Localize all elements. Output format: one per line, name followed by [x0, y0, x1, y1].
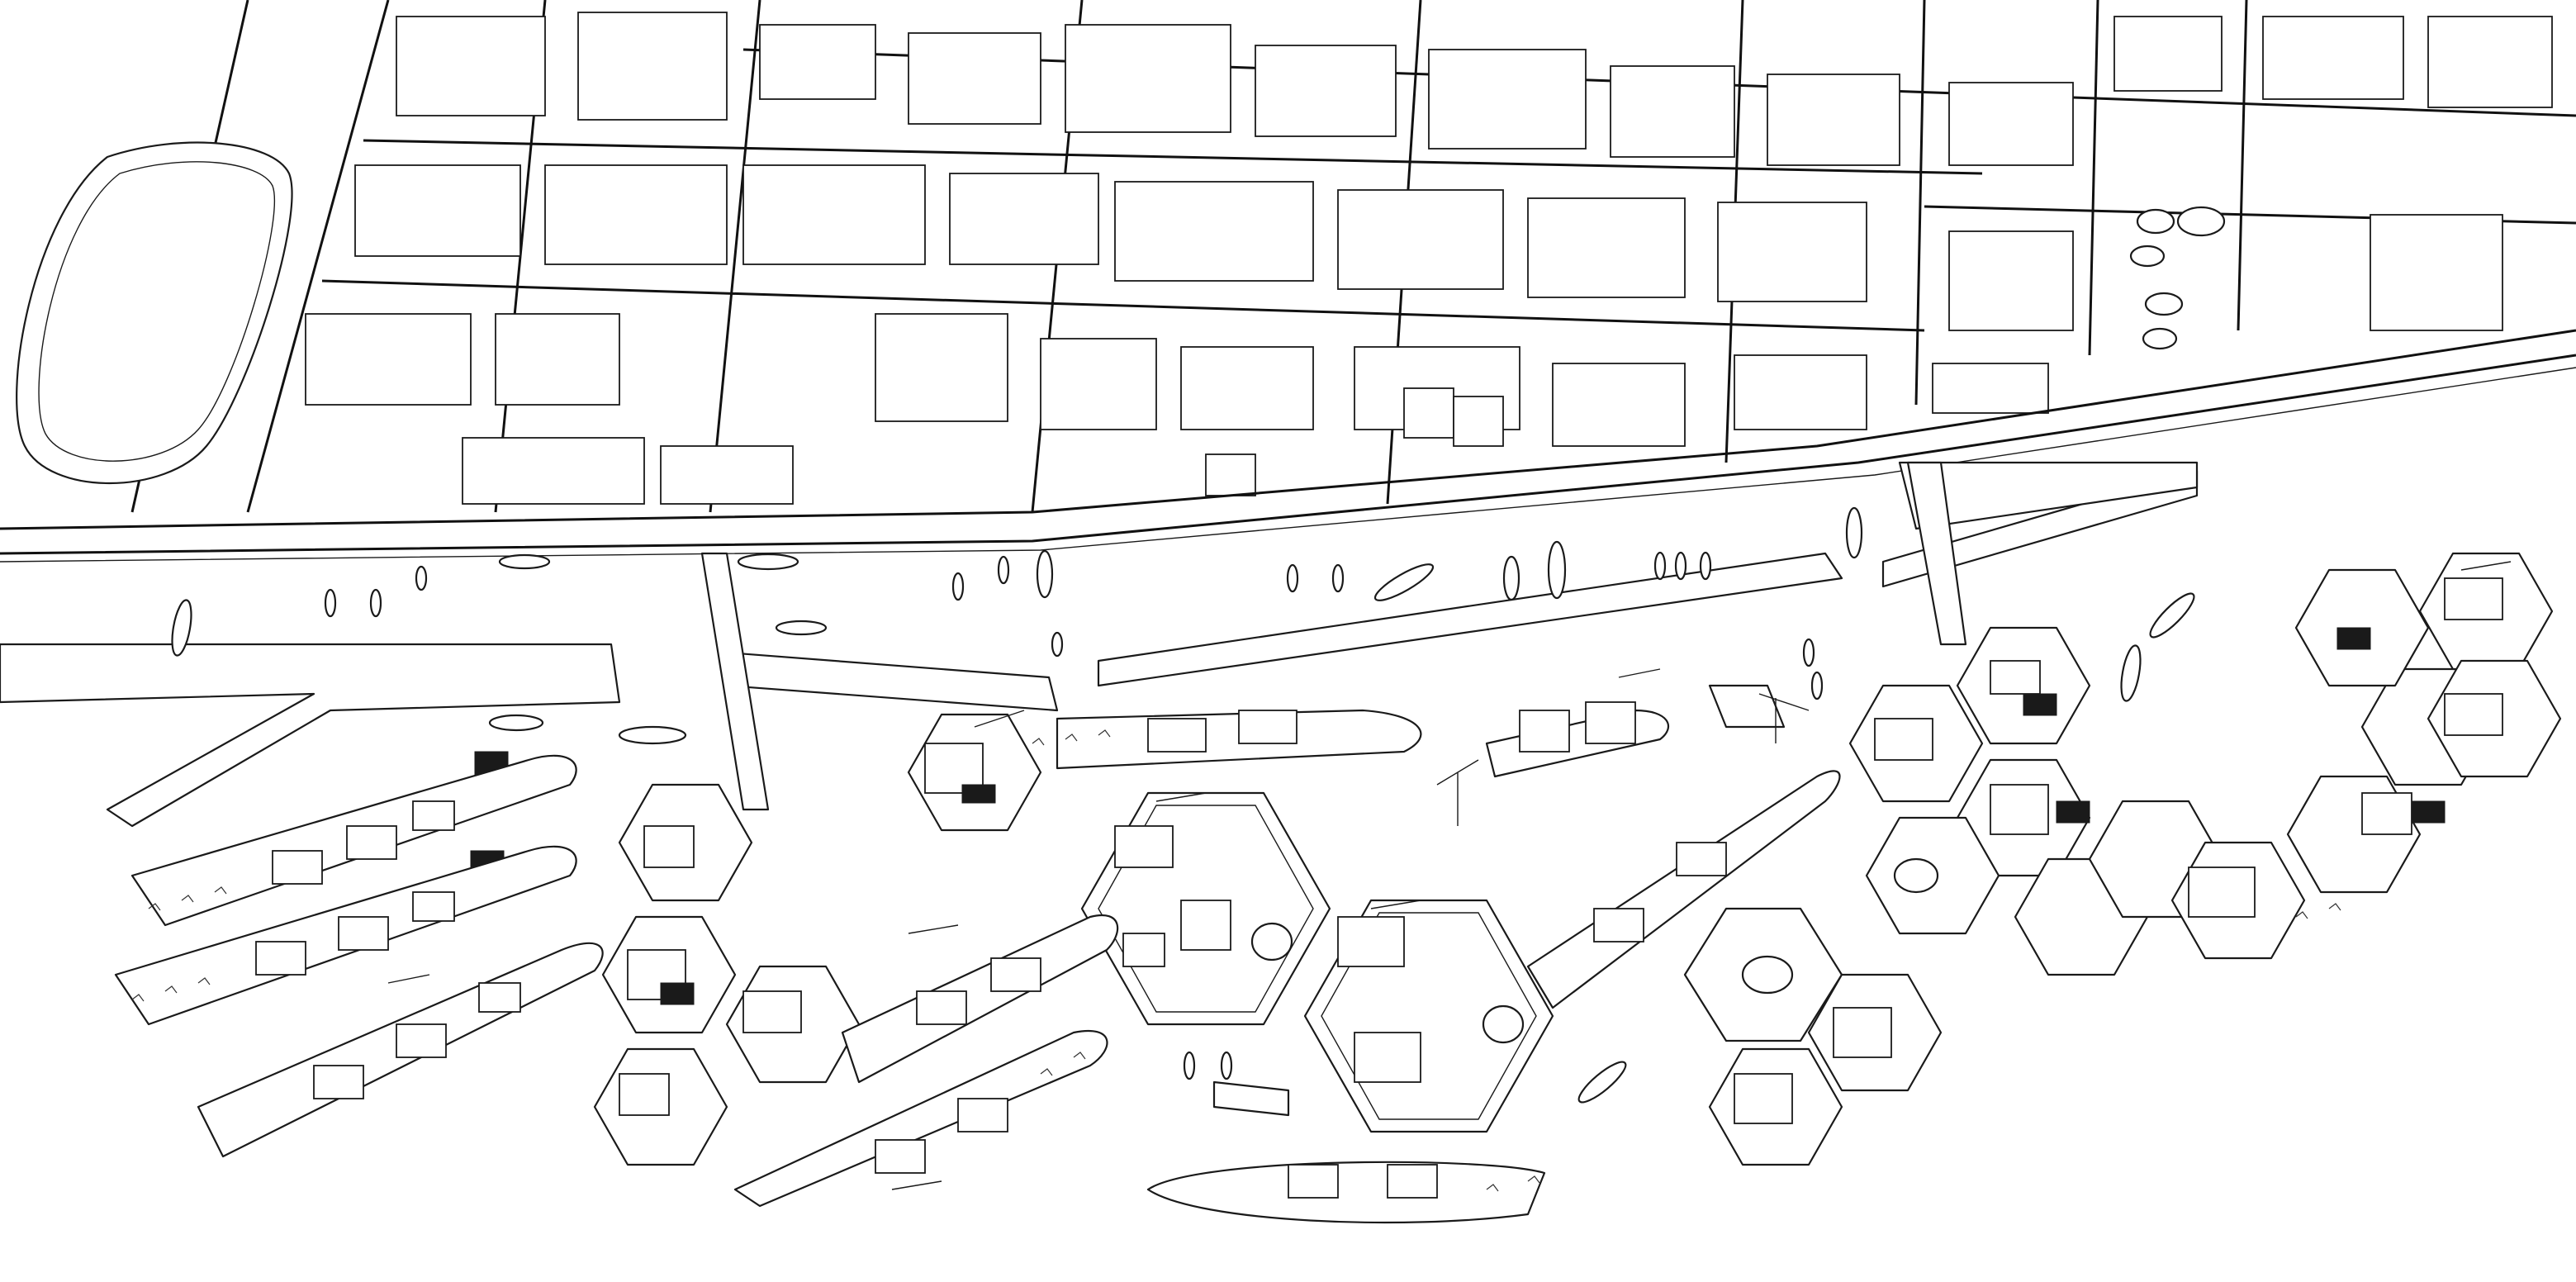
platform-buildings	[619, 577, 2503, 1124]
city-blocks	[16, 0, 2576, 513]
storage-tanks	[2129, 206, 2226, 350]
oval-track	[16, 141, 293, 484]
piers	[700, 461, 1967, 1117]
quay-wall	[0, 461, 2199, 828]
cranes	[387, 561, 2512, 1190]
building-blocks	[305, 12, 2553, 505]
vegetation	[131, 729, 2341, 1192]
ship-deck-buildings	[255, 701, 1727, 1199]
small-boats	[171, 506, 2195, 1104]
